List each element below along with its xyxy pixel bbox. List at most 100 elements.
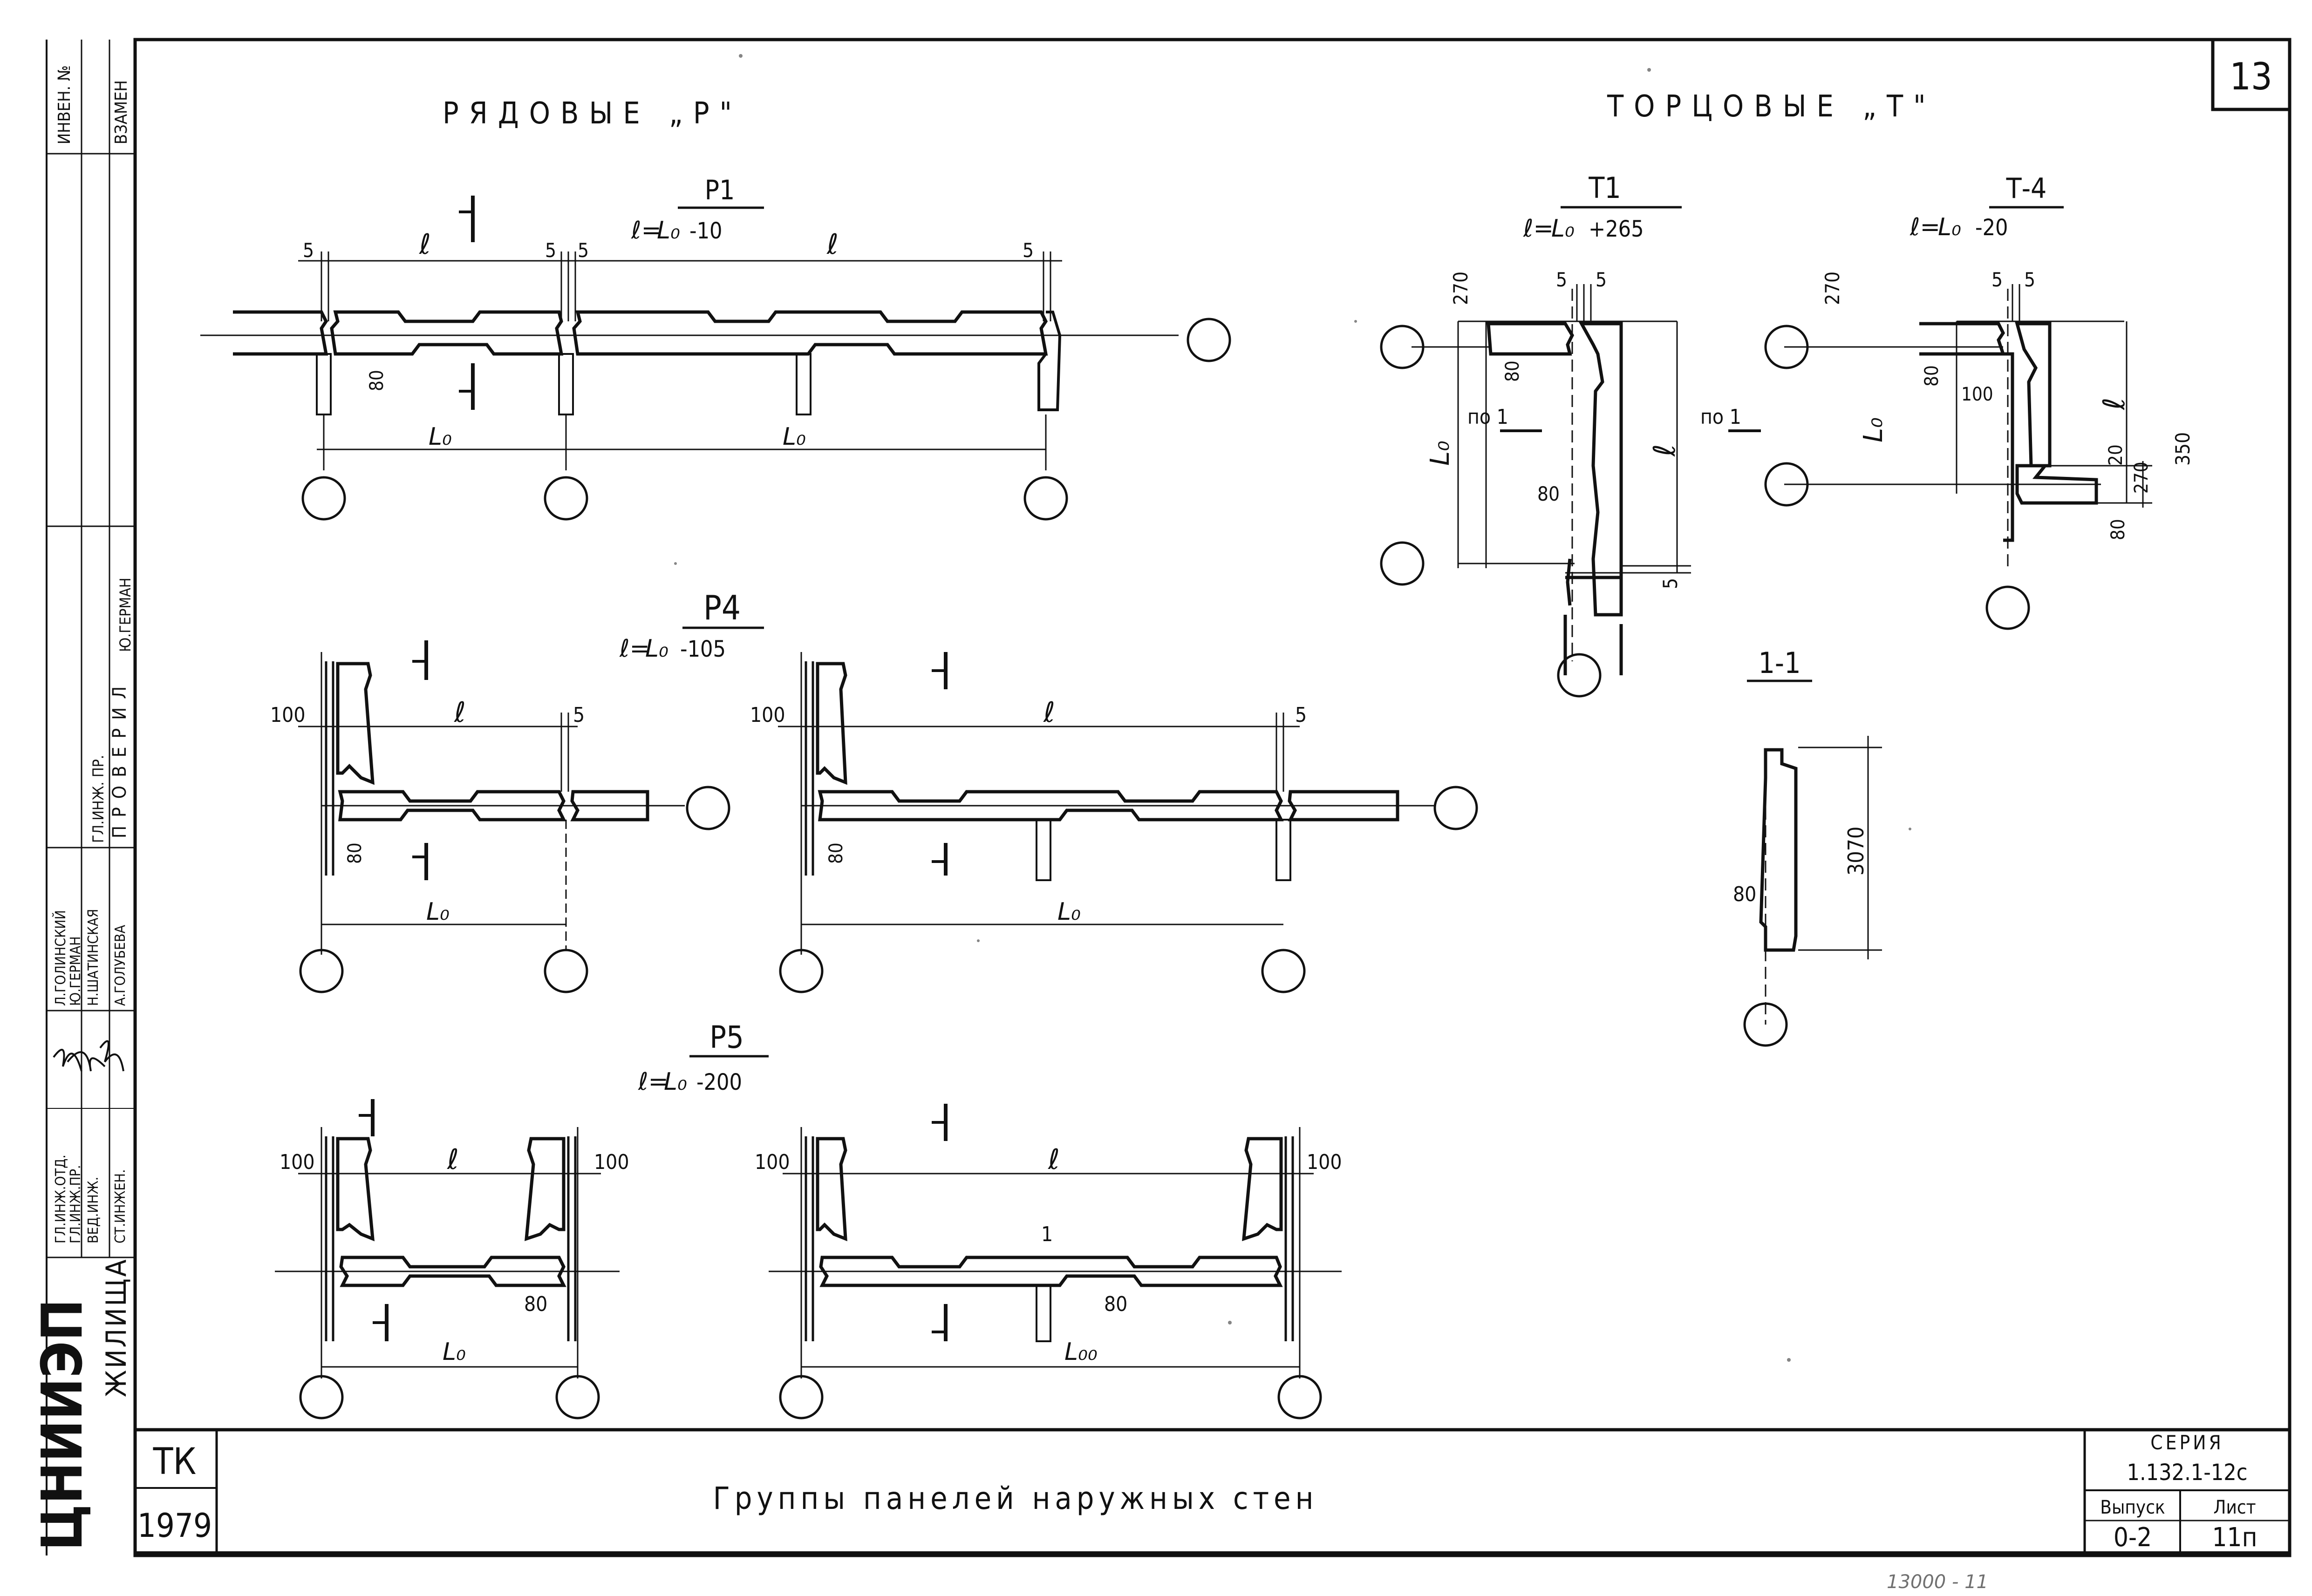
section-height: 3070 [1843,827,1869,876]
section-thick: 80 [1733,883,1756,906]
p1-dim-lo2: L₀ [783,423,806,451]
paper-specks [674,54,1911,1362]
p1-dim-5b: 5 [545,239,556,262]
p4-dim-la: ℓ [454,696,466,729]
series-value: 1.132.1-12с [2127,1460,2247,1486]
t4-dim-80b: 80 [2107,519,2129,540]
t1-dim-lo: L₀ [1425,441,1455,466]
inv-no-label: ИНВЕН. № [55,65,74,144]
p5-dim-lob: L₀₀ [1064,1338,1098,1366]
t1-l0: L₀ [1551,215,1575,243]
p5-dim-loa: L₀ [443,1338,466,1366]
p1-delta: -10 [689,218,723,244]
t1-po1b: по 1 [1700,405,1741,429]
diagram-t4: Т-4 ℓ= L₀ -20 5 5 270 80 100 L₀ ℓ 20 270… [1764,172,2194,630]
p1-name: Р1 [705,174,735,206]
t1-delta: +265 [1589,216,1644,242]
p1-dim-80: 80 [366,370,388,391]
bottom-scrawl: 13000 - 11 [1887,1571,1988,1593]
p5-l-eq: ℓ= [638,1068,668,1096]
section-name: 1-1 [1758,646,1800,680]
t4-dim-20: 20 [2105,444,2127,466]
t1-dim-5a: 5 [1556,268,1567,291]
diagram-t1: Т1 ℓ= L₀ +265 5 5 270 80 80 L₀ ℓ 5 по 1 … [1380,171,1761,698]
role-3: ВЕД.ИНЖ. [85,1177,102,1243]
check-title: ПРОВЕРИЛ [109,678,130,838]
t1-dim-80b: 80 [1537,482,1560,505]
p4-dim-lob: L₀ [1057,898,1081,926]
t4-delta: -20 [1975,215,2008,241]
p5-dim-100b: 100 [594,1150,629,1174]
t4-dim-350: 350 [2171,432,2194,466]
p5-dim-100a: 100 [280,1150,315,1174]
t1-po1a: по 1 [1467,405,1508,429]
p4-dim-80b: 80 [825,842,847,864]
name-3: А.ГОЛУБЕВА [112,924,129,1006]
org-logo: ЦНИИЭП [30,1299,95,1551]
p4-dim-5b: 5 [1295,703,1307,727]
p5-cut-mid: 1 [1041,1222,1053,1246]
p5-delta: -200 [696,1069,742,1095]
p5-dim-lb: ℓ [1048,1143,1060,1176]
sheet-frame [133,38,2292,1557]
p1-dim-l1: ℓ [419,228,431,261]
sheet-value: 11п [2212,1522,2257,1553]
p5-dim-80b: 80 [1104,1292,1127,1316]
t1-dim-5c: 5 [1659,578,1682,589]
p5-dim-100c: 100 [755,1150,790,1174]
p4-l0: L₀ [645,635,668,663]
name-4: Л.ГОЛИНСКИЙ [52,910,69,1006]
t4-dim-5b: 5 [2024,268,2035,291]
year-label: 1979 [137,1507,212,1545]
t4-dim-5a: 5 [1991,268,2003,291]
t1-name: Т1 [1588,171,1621,205]
t4-dim-lo: L₀ [1858,417,1889,442]
p5-name: Р5 [709,1019,744,1055]
t4-dim-80a: 80 [1921,365,1943,387]
diagram-p1: Р1 ℓ= L₀ -10 5 5 5 5 ℓ ℓ 80 [200,174,1231,521]
role-4: СТ.ИНЖЕН. [112,1169,129,1243]
role-1: ГЛ.ИНЖ.ОТД. [53,1155,69,1243]
check-name: Ю.ГЕРМАН [116,577,134,652]
check-role: ГЛ.ИНЖ. ПР. [89,755,107,843]
p4-l-eq: ℓ= [619,635,650,663]
diagram-section-1-1: 1-1 3070 80 [1733,646,1882,1047]
t1-dim-5b: 5 [1596,268,1607,291]
heading-end-panels: ТОРЦОВЫЕ „Т" [1607,89,1936,124]
heading-row-panels: РЯДОВЫЕ „Р" [443,96,742,131]
main-title: Группы панелей наружных стен [713,1481,1318,1516]
t1-dim-l: ℓ [1648,444,1682,457]
p4-dim-lb: ℓ [1043,696,1055,729]
t4-l-eq: ℓ= [1910,213,1940,241]
p1-l-eq: ℓ= [631,217,662,244]
p4-delta: -105 [680,636,726,662]
page-number-box: 13 [2211,38,2292,111]
p4-dim-80a: 80 [344,842,366,864]
page-number: 13 [2230,55,2272,98]
t4-dim-270b: 270 [2131,462,2152,494]
t4-l0: L₀ [1938,213,1961,241]
t4-dim-100: 100 [1961,384,1993,405]
issue-value: 0-2 [2114,1522,2152,1553]
t4-name: Т-4 [2006,172,2047,205]
title-block: ТК 1979 Группы панелей наружных стен СЕР… [135,1430,2290,1593]
p4-dim-5a: 5 [573,703,585,727]
p1-dim-lo1: L₀ [429,423,452,451]
issue-label: Выпуск [2100,1497,2165,1518]
t1-dim-270: 270 [1449,272,1472,305]
org-suffix: ЖИЛИЩА [100,1258,133,1397]
p4-dim-loa: L₀ [426,898,450,926]
diagram-p5: Р5 ℓ= L₀ -200 100 100 ℓ 80 L₀ [275,1019,1342,1419]
t4-dim-l: ℓ [2097,398,2132,410]
p5-dim-la: ℓ [447,1143,459,1176]
series-label: СЕРИЯ [2150,1431,2224,1454]
tk-label: ТК [153,1441,197,1483]
p1-l0: L₀ [657,217,680,244]
left-stamp-strip: ИНВЕН. № ВЗАМЕН ПРОВЕРИЛ ГЛ.ИНЖ. ПР. Ю.Г… [30,40,135,1555]
p4-name: Р4 [703,588,741,627]
p1-dim-5c: 5 [578,239,589,262]
t1-dim-80a: 80 [1502,360,1523,382]
replace-label: ВЗАМЕН [112,80,131,144]
signature-marks [53,1040,124,1072]
